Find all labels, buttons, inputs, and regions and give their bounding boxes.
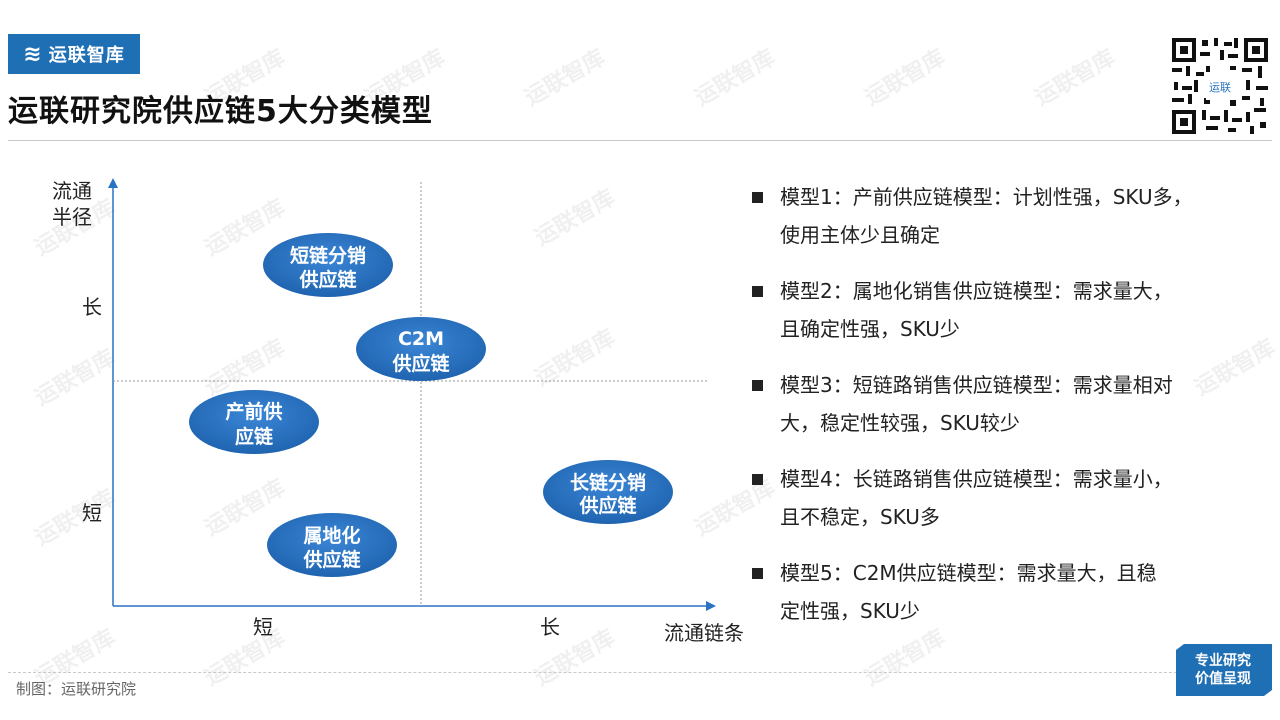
model-text-line1: 模型2：属地化销售供应链模型：需求量大， (780, 279, 1173, 303)
footer-divider (8, 672, 1272, 673)
bullet-square-icon (752, 380, 763, 391)
title-divider (8, 140, 1272, 141)
list-item: 模型2：属地化销售供应链模型：需求量大， 且确定性强，SKU少 (748, 272, 1228, 348)
bubble-label-line2: 供应链 (578, 494, 636, 517)
bubble-short-chain-distribution: 短链分销 供应链 (263, 233, 393, 297)
watermark: 运联智库 (1030, 45, 1120, 111)
qr-center-label: 运联 (1209, 81, 1231, 94)
slogan-line2: 价值呈现 (1195, 671, 1251, 687)
qr-code-icon: 运联 (1170, 36, 1270, 136)
bubble-label-line2: 应链 (235, 425, 273, 448)
list-item: 模型4：长链路销售供应链模型：需求量小， 且不稳定，SKU多 (748, 460, 1228, 536)
model-text-line1: 模型5：C2M供应链模型：需求量大，且稳 (780, 561, 1157, 585)
list-item: 模型3：短链路销售供应链模型：需求量相对 大，稳定性较强，SKU较少 (748, 366, 1228, 442)
watermark: 运联智库 (690, 45, 780, 111)
model-text-line2: 且不稳定，SKU多 (780, 505, 940, 529)
bubble-pre-production: 产前供 应链 (189, 390, 319, 454)
model-text-line2: 使用主体少且确定 (780, 223, 940, 247)
bullet-square-icon (752, 474, 763, 485)
model-text-line2: 且确定性强，SKU少 (780, 317, 960, 341)
bubble-localized: 属地化 供应链 (267, 513, 397, 577)
x-axis-label: 流通链条 (664, 621, 744, 645)
y-axis-arrow-icon (108, 178, 118, 188)
model-text-line2: 大，稳定性较强，SKU较少 (780, 411, 1020, 435)
bullet-square-icon (752, 568, 763, 579)
slogan-line1: 专业研究 (1195, 653, 1251, 669)
bubble-label-line2: 供应链 (391, 352, 449, 375)
x-tick-long: 长 (540, 615, 560, 639)
model-list: 模型1：产前供应链模型：计划性强，SKU多， 使用主体少且确定 模型2：属地化销… (748, 178, 1228, 648)
model-text-line1: 模型4：长链路销售供应链模型：需求量小， (780, 467, 1173, 491)
bubble-label-line2: 供应链 (298, 268, 356, 291)
list-item: 模型1：产前供应链模型：计划性强，SKU多， 使用主体少且确定 (748, 178, 1228, 254)
bubble-label-line1: 产前供 (225, 400, 282, 423)
bubble-c2m: C2M 供应链 (356, 317, 486, 381)
bubble-label-line1: C2M (398, 328, 444, 350)
x-axis-arrow-icon (706, 601, 716, 611)
bullet-square-icon (752, 192, 763, 203)
y-tick-long: 长 (82, 295, 102, 319)
bullet-square-icon (752, 286, 763, 297)
y-tick-short: 短 (82, 501, 102, 525)
bubble-label-line1: 长链分销 (570, 471, 646, 494)
source-credit: 制图：运联研究院 (16, 680, 137, 698)
bubble-label-line1: 短链分销 (290, 244, 366, 267)
model-text-line1: 模型3：短链路销售供应链模型：需求量相对 (780, 373, 1173, 397)
model-text-line2: 定性强，SKU少 (780, 599, 920, 623)
slogan-badge (1176, 644, 1272, 696)
brand-logo-text: 运联智库 (48, 45, 125, 66)
watermark: 运联智库 (520, 45, 610, 111)
model-text-line1: 模型1：产前供应链模型：计划性强，SKU多， (780, 185, 1193, 209)
brand-wave-icon: ≋ (23, 41, 43, 67)
supply-chain-matrix: 流通 半径 长 短 短 长 流通链条 短链分销 供应链 C2M 供应链 产前供 … (52, 178, 744, 645)
slogan-text: 专业研究 价值呈现 (1178, 652, 1268, 688)
x-tick-short: 短 (253, 615, 273, 639)
brand-logo: ≋ 运联智库 (8, 34, 140, 74)
bubble-label-line1: 属地化 (303, 524, 360, 547)
y-axis-label-line2: 半径 (52, 205, 92, 229)
list-item: 模型5：C2M供应链模型：需求量大，且稳 定性强，SKU少 (748, 554, 1228, 630)
page-title: 运联研究院供应链5大分类模型 (8, 94, 433, 129)
watermark: 运联智库 (860, 45, 950, 111)
bubble-long-chain-distribution: 长链分销 供应链 (543, 460, 673, 524)
bubble-label-line2: 供应链 (302, 548, 360, 571)
y-axis-label-line1: 流通 (52, 179, 92, 203)
